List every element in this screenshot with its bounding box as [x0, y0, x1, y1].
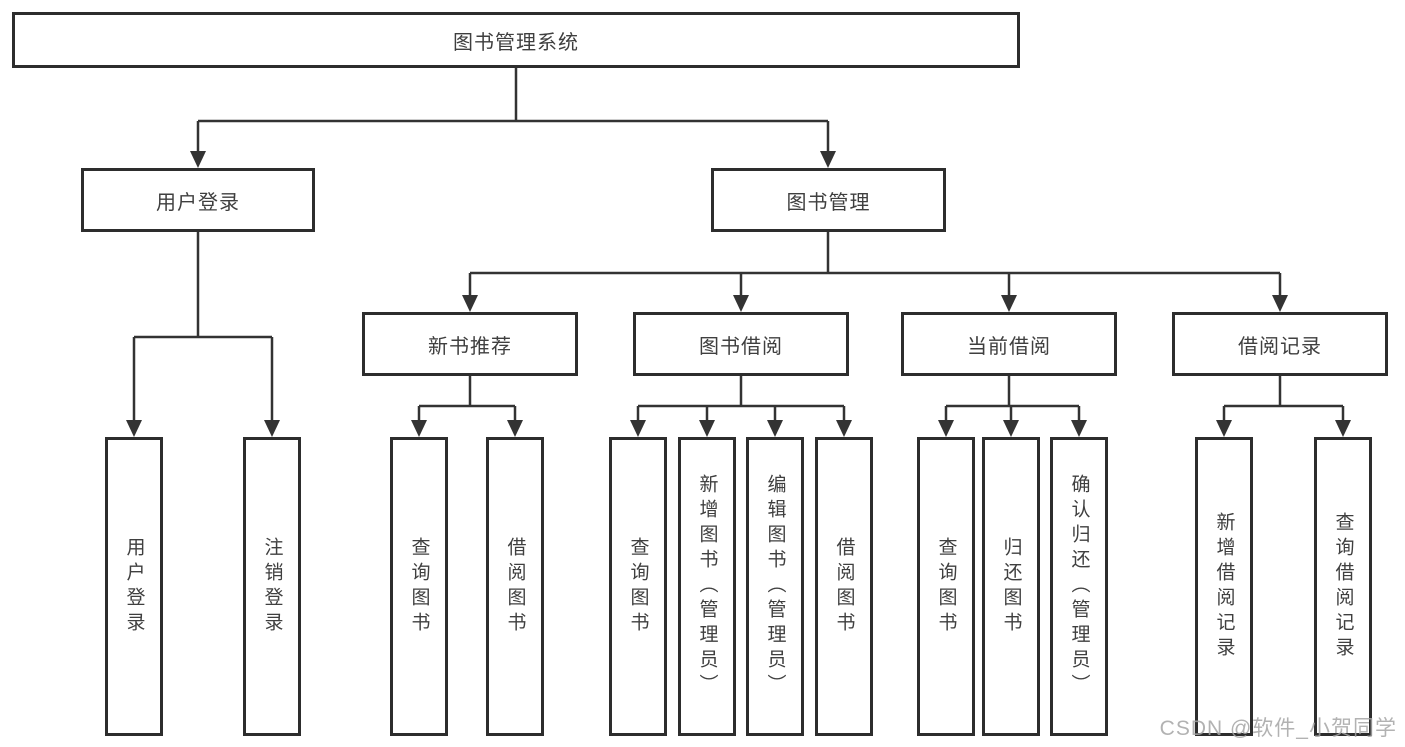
- node-confirm-return-admin: 确认归还（管理员）: [1050, 437, 1108, 736]
- csdn-watermark: CSDN @软件_小贺同学: [1159, 717, 1397, 740]
- node-new-book-recommendation: 新书推荐: [362, 312, 578, 376]
- node-add-books-admin: 新增图书（管理员）: [678, 437, 736, 736]
- node-return-books: 归还图书: [982, 437, 1040, 736]
- node-book-borrowing: 图书借阅: [633, 312, 849, 376]
- node-add-borrow-record: 新增借阅记录: [1195, 437, 1253, 736]
- node-user-login: 用户登录: [81, 168, 315, 232]
- node-user-login-action: 用户登录: [105, 437, 163, 736]
- node-current-borrowing: 当前借阅: [901, 312, 1117, 376]
- node-query-books-borrowing: 查询图书: [609, 437, 667, 736]
- node-system-root: 图书管理系统: [12, 12, 1020, 68]
- node-query-books-current: 查询图书: [917, 437, 975, 736]
- node-edit-books-admin: 编辑图书（管理员）: [746, 437, 804, 736]
- node-borrowing-records: 借阅记录: [1172, 312, 1388, 376]
- node-borrow-books-borrowing: 借阅图书: [815, 437, 873, 736]
- node-query-books-recommend: 查询图书: [390, 437, 448, 736]
- node-book-management: 图书管理: [711, 168, 946, 232]
- node-logout-action: 注销登录: [243, 437, 301, 736]
- node-query-borrow-record: 查询借阅记录: [1314, 437, 1372, 736]
- node-borrow-books-recommend: 借阅图书: [486, 437, 544, 736]
